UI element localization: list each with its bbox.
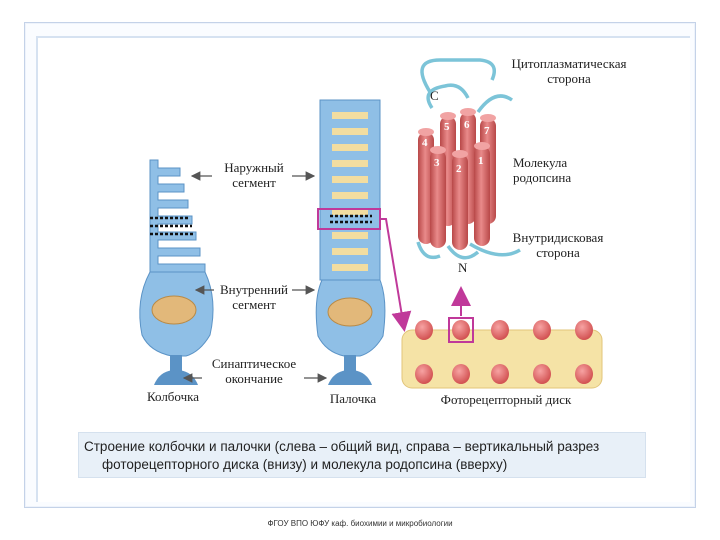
intradisc-side-label: Внутридисковая сторона	[500, 230, 616, 260]
rod-cell	[315, 99, 386, 385]
cone-label: Колбочка	[146, 389, 200, 404]
photoreceptor-disc	[401, 286, 603, 389]
rod-nucleus	[327, 297, 373, 327]
cone-pigment-marks	[150, 216, 194, 236]
synaptic-ending-label: Синаптическое окончание	[200, 356, 308, 386]
synaptic-ending-label-line2: окончание	[225, 371, 283, 386]
rod-pigment-marks	[330, 214, 372, 224]
cytoplasmic-side-label-line2: сторона	[547, 71, 591, 86]
helix-number-2: 2	[456, 163, 462, 175]
synaptic-ending-label-line1: Синаптическое	[211, 356, 297, 371]
rhodopsin-molecule-label-line1: Молекула	[513, 155, 568, 170]
rod-label: Палочка	[329, 391, 377, 406]
c-terminus-label: C	[430, 88, 439, 103]
figure-caption: Строение колбочки и палочки (слева – общ…	[84, 438, 644, 474]
intradisc-side-label-line2: сторона	[536, 245, 580, 260]
disc-bottom-proteins	[415, 364, 593, 384]
helix-number-1: 1	[478, 155, 484, 167]
rod-axon	[344, 355, 356, 371]
cone-axon	[170, 355, 182, 371]
helix-number-5: 5	[444, 121, 450, 133]
inner-segment-label-line2: сегмент	[232, 297, 276, 312]
cone-cell	[139, 159, 214, 385]
caption-line-2: фоторецепторного диска (внизу) и молекул…	[102, 457, 508, 472]
cytoplasmic-side-label-line1: Цитоплазматическая	[511, 56, 627, 71]
inner-segment-label: Внутренний сегмент	[214, 282, 294, 312]
cone-outer-segment	[149, 159, 206, 273]
rhodopsin-molecule-label: Молекула родопсина	[513, 155, 613, 185]
helix-number-4: 4	[422, 137, 428, 149]
caption-line-1: Строение колбочки и палочки (слева – общ…	[84, 439, 600, 454]
rod-to-disc-arrow	[380, 218, 412, 332]
rhodopsin-molecule: 4 3 5 6 2 7 1 C N	[416, 58, 521, 275]
rod-synaptic-terminal	[328, 370, 372, 385]
n-terminus-label: N	[458, 260, 468, 275]
label-arrows	[182, 171, 328, 383]
caption-background	[78, 432, 646, 478]
photoreceptor-disc-label: Фоторецепторный диск	[440, 392, 572, 407]
rod-discs	[332, 112, 368, 271]
outer-segment-label: Наружный сегмент	[214, 160, 294, 190]
intradisc-side-label-line1: Внутридисковая	[512, 230, 604, 245]
helix-front-row	[418, 128, 490, 250]
helix-number-6: 6	[464, 119, 470, 131]
slide-footer: ФГОУ ВПО ЮФУ каф. биохимии и микробиолог…	[267, 519, 453, 528]
disc-highlight-box	[448, 317, 474, 343]
cytoplasmic-side-label: Цитоплазматическая сторона	[494, 56, 644, 86]
cone-nucleus	[151, 295, 197, 325]
outer-segment-label-line1: Наружный	[224, 160, 284, 175]
outer-segment-label-line2: сегмент	[232, 175, 276, 190]
inner-segment-label-line1: Внутренний	[219, 282, 289, 297]
helix-number-3: 3	[434, 157, 440, 169]
helix-number-7: 7	[484, 125, 490, 137]
rhodopsin-molecule-label-line2: родопсина	[513, 170, 572, 185]
disc-top-proteins	[415, 320, 593, 340]
